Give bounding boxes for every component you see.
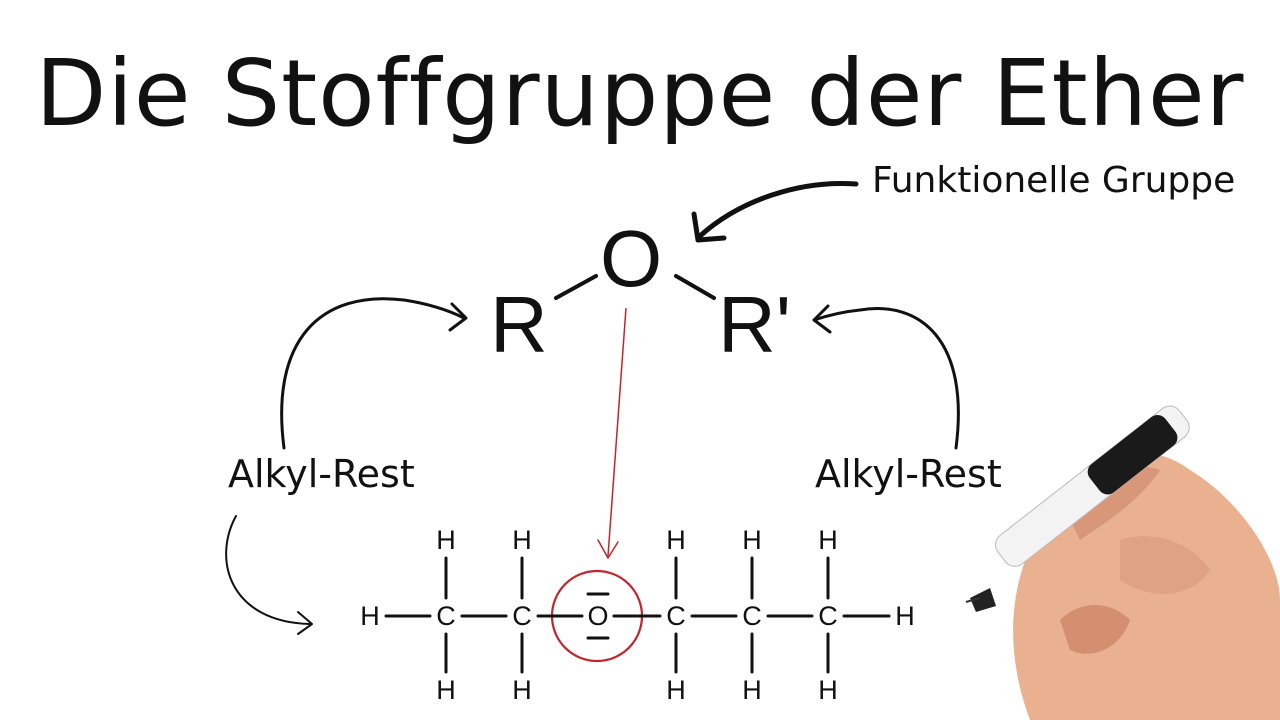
alkyl-rest-left-label: Alkyl-Rest (228, 452, 415, 496)
top-hydrogen: H (818, 525, 838, 555)
chain-atom-c: C (818, 601, 838, 631)
alkyl-rest-right-label: Alkyl-Rest (815, 452, 1002, 496)
o-symbol: O (600, 214, 662, 303)
chain-atom-c: C (742, 601, 762, 631)
bottom-hydrogen: H (436, 675, 456, 705)
bottom-hydrogen: H (742, 675, 762, 705)
page-title: Die Stoffgruppe der Ether (35, 40, 1245, 147)
r-prime-symbol: R' (718, 280, 791, 369)
top-hydrogen: H (742, 525, 762, 555)
top-hydrogen: H (666, 525, 686, 555)
chain-atom-c: C (436, 601, 456, 631)
bottom-hydrogen: H (818, 675, 838, 705)
chain-atom-h: H (360, 601, 380, 631)
functional-group-arrowhead (691, 211, 727, 243)
r-symbol: R (490, 280, 548, 369)
chain-atom-h: H (895, 601, 915, 631)
bottom-hydrogen: H (512, 675, 532, 705)
alkyl-left-to-molecule-arrow (225, 515, 311, 625)
alkyl-left-arrowhead (448, 302, 468, 332)
chain-atom-c: C (666, 601, 686, 631)
bottom-hydrogen: H (666, 675, 686, 705)
alkyl-right-arrow (812, 307, 960, 450)
bond-o-r-prime (674, 274, 716, 300)
top-hydrogen: H (512, 525, 532, 555)
bond-r-o (554, 274, 598, 300)
functional-group-label: Funktionelle Gruppe (872, 160, 1236, 201)
red-link-arrowhead (597, 539, 619, 559)
red-link-arrow (607, 307, 627, 557)
alkyl-right-arrowhead (812, 304, 832, 334)
structural-formula: H C C O C C C H H H H H H H H H H H (360, 525, 915, 705)
top-hydrogen: H (436, 525, 456, 555)
alkyl-left-to-molecule-arrowhead (297, 611, 313, 635)
alkyl-left-arrow (280, 297, 466, 450)
chain-atom-c: C (512, 601, 532, 631)
marker-pen-illustration (965, 405, 1280, 720)
functional-group-arrow (697, 181, 859, 239)
chain-atom-o: O (587, 601, 608, 631)
